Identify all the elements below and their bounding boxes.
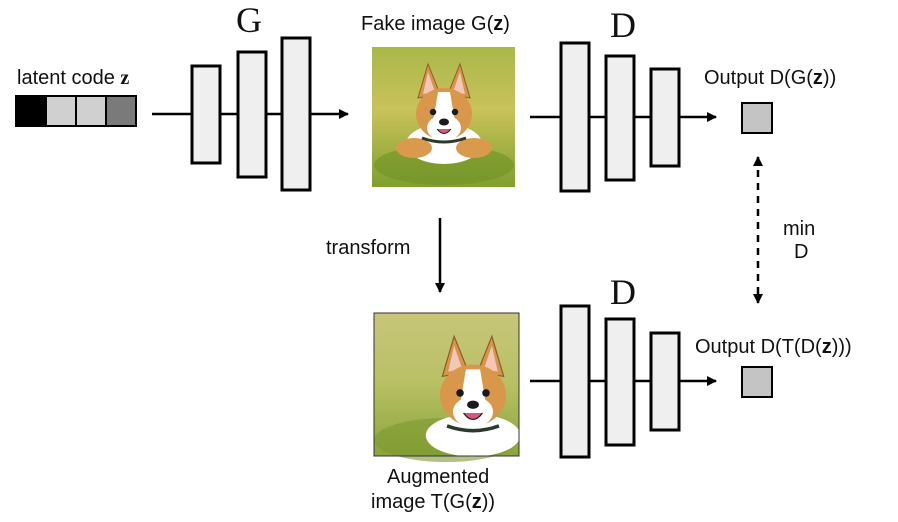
generator-layer-1 <box>190 64 222 165</box>
output-top-box <box>741 102 773 134</box>
generator-layer-3 <box>280 36 312 192</box>
generator-layer-2 <box>236 50 268 179</box>
fake-image-label: Fake image G(z) <box>361 13 510 35</box>
discriminator-top-layer-3 <box>649 67 681 168</box>
transform-label: transform <box>326 237 410 259</box>
discriminator-label-top: D <box>610 5 636 45</box>
discriminator-top-layer-1 <box>559 41 591 193</box>
discriminator-bottom-layer-1 <box>559 304 591 459</box>
output-bottom-label: Output D(T(D(z))) <box>695 336 852 358</box>
min-d-label: D <box>794 241 808 263</box>
output-bottom-box <box>741 366 773 398</box>
output-top-label: Output D(G(z)) <box>704 67 836 89</box>
latent-cell <box>105 95 137 127</box>
augmented-label-line2: image T(G(z)) <box>371 491 495 513</box>
discriminator-top-layer-2 <box>604 54 636 182</box>
discriminator-bottom-layer-3 <box>649 331 681 432</box>
discriminator-bottom-layer-2 <box>604 317 636 447</box>
latent-vector <box>15 95 137 127</box>
corgi-augmented-icon <box>425 334 521 457</box>
min-label: min <box>783 218 815 240</box>
corgi-icon <box>396 62 492 164</box>
latent-cell <box>15 95 47 127</box>
augmented-label-line1: Augmented <box>387 466 489 488</box>
generator-label: G <box>236 0 262 40</box>
latent-code-label: latent code z <box>17 67 129 89</box>
augmented-image <box>373 312 521 462</box>
latent-cell <box>75 95 107 127</box>
fake-image <box>372 47 515 187</box>
discriminator-label-bottom: D <box>610 272 636 312</box>
latent-cell <box>45 95 77 127</box>
